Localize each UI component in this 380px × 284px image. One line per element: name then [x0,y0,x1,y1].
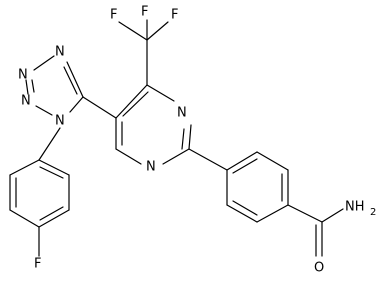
bond-fph-4b [39,206,64,221]
bond-tet-1 [66,61,84,98]
bond-pyr-6b [122,91,149,117]
bond-tet-3b [31,79,35,93]
atom-n-tetrazole-3: N [21,94,31,109]
bond-pyr-2b [181,128,185,150]
atom-n-tetrazole-2: N [18,68,28,83]
bond-set [9,19,344,257]
bond-pyr-1 [146,84,175,102]
bond-bz-5b [232,200,258,216]
atom-o-amide: O [314,261,324,276]
bond-tet-4 [35,105,53,116]
bond-cf3-f1 [118,21,148,41]
bond-fph-6b [39,166,64,179]
atom-n-tetrazole-4: N [55,114,65,129]
bond-tet-3 [25,79,29,95]
atom-f-top-left: F [110,8,117,23]
bond-fph-6 [38,159,70,176]
atom-n-pyrimidine-2: N [146,160,156,175]
bond-pyr-3 [162,148,190,165]
bond-bz-4 [256,204,289,223]
bond-bz-1 [226,151,258,171]
bond-tet-1b [63,66,78,95]
atom-f-top-mid: F [141,5,148,20]
bond-pyr-tetrazole [82,96,117,119]
bond-amide-n [321,208,344,223]
atom-nh2-subscript: 2 [370,207,376,218]
bond-pyr-2 [188,124,192,150]
bond-fph-1 [9,159,40,176]
atom-labels: F F F N N N N N N F NH 2 O [18,5,376,276]
atom-f-top-right: F [171,8,178,23]
bond-amide-c [287,204,323,223]
bond-pyr-benz [188,148,228,171]
bond-cf3-f3 [146,21,169,41]
atom-nh2-main: NH [345,200,365,215]
bond-bz-2 [256,151,289,171]
atom-f-phenyl: F [34,257,41,272]
bond-pyr-4 [115,148,142,165]
atom-n-pyrimidine-1: N [177,106,187,121]
bond-pyr-6 [115,84,148,119]
bond-bz-1b [232,158,258,174]
atom-nh2: NH 2 [345,200,376,219]
bond-fph-3 [9,209,40,228]
bond-tet-phenyl [38,127,61,161]
bond-bz-5 [226,204,258,223]
bond-fph-4 [38,209,70,228]
bond-tet-5 [69,96,84,113]
bond-tet-2 [33,55,55,71]
atom-n-tetrazole-1: N [55,45,65,60]
